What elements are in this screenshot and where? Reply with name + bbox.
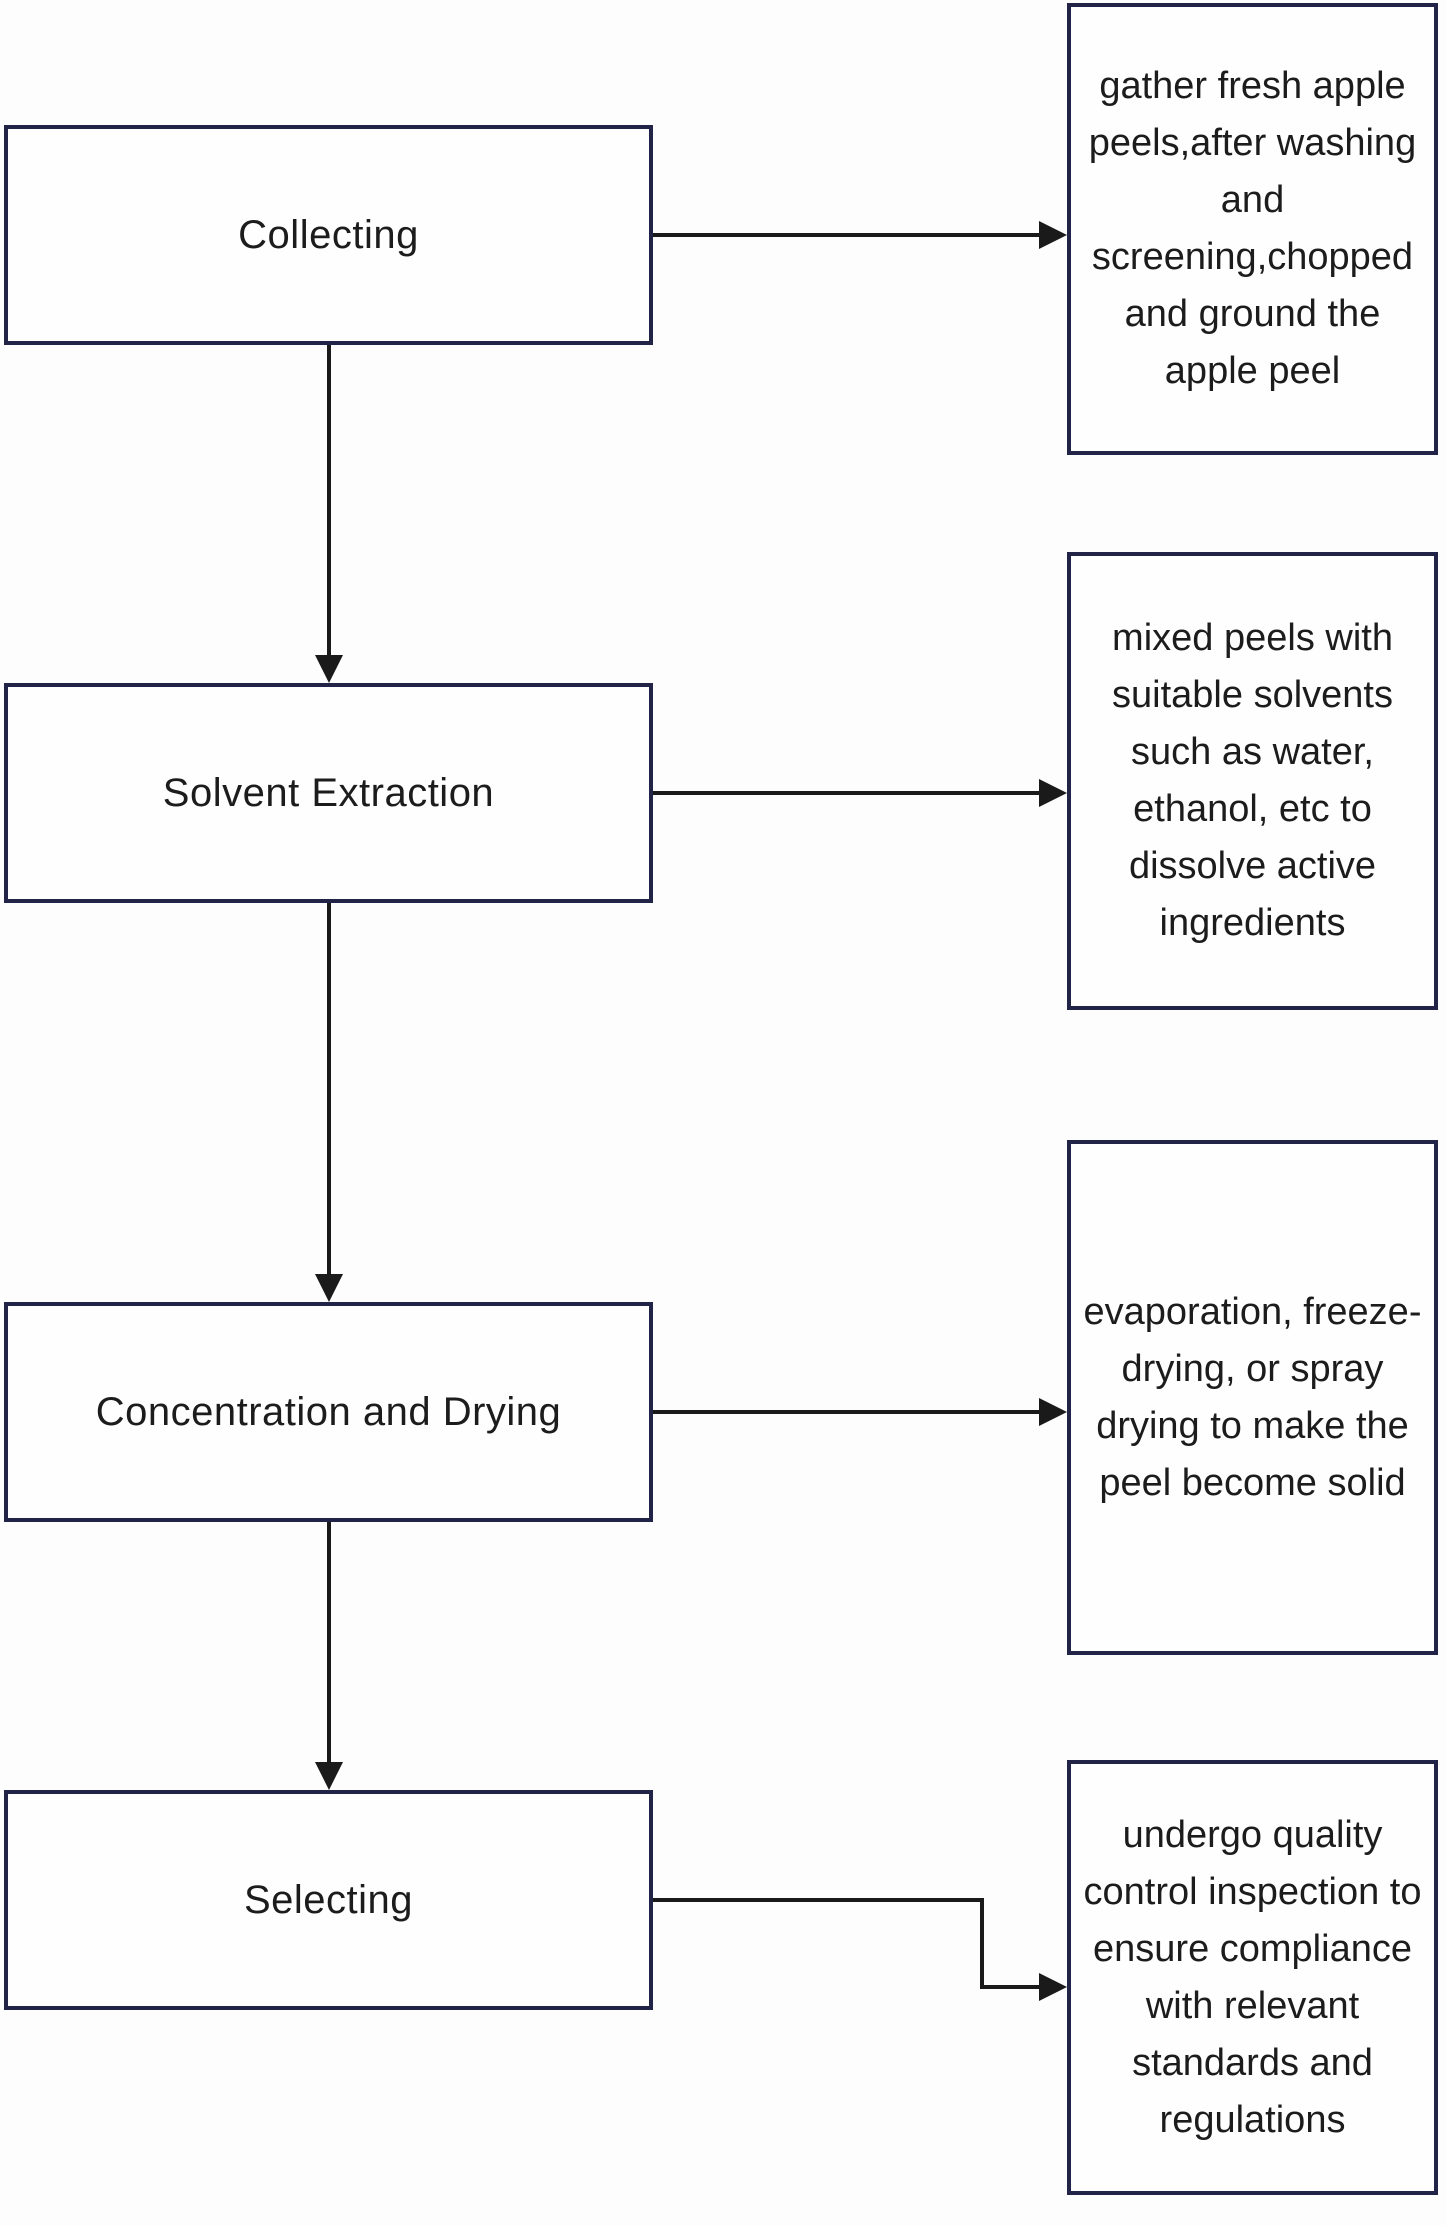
description-text-collecting: gather fresh apple peels,after washing a… [1088,65,1417,392]
arrowhead-right-icon [1039,1398,1067,1426]
description-box-selecting: undergo quality control inspection to en… [1067,1760,1438,2195]
connector-line-selecting-elbow-vertical [980,1898,984,1989]
process-box-solvent-extraction: Solvent Extraction [4,683,653,903]
description-box-collecting: gather fresh apple peels,after washing a… [1067,3,1438,455]
process-label-solvent-extraction: Solvent Extraction [162,770,495,815]
connector-line-solvent-extraction-to-concentration [327,903,331,1276]
connector-line-collecting-to-solvent-extraction [327,345,331,657]
arrowhead-down-icon [315,655,343,683]
description-box-solvent-extraction: mixed peels with suitable solvents such … [1067,552,1438,1010]
arrowhead-right-icon [1039,779,1067,807]
process-box-selecting: Selecting [4,1790,653,2010]
description-text-selecting: undergo quality control inspection to en… [1083,1813,1422,2141]
connector-line-solvent-extraction-to-description [653,791,1039,795]
process-label-concentration-and-drying: Concentration and Drying [95,1389,562,1434]
description-text-concentration-and-drying: evaporation, freeze-drying, or spray dry… [1083,1290,1422,1504]
arrowhead-down-icon [315,1274,343,1302]
description-text-solvent-extraction: mixed peels with suitable solvents such … [1112,617,1393,944]
process-label-selecting: Selecting [243,1877,414,1922]
process-label-collecting: Collecting [238,212,419,257]
arrowhead-right-icon [1039,1973,1067,2001]
description-box-concentration-and-drying: evaporation, freeze-drying, or spray dry… [1067,1140,1438,1655]
arrowhead-down-icon [315,1762,343,1790]
connector-line-selecting-elbow-entry [980,1985,1039,1989]
connector-line-concentration-to-selecting [327,1522,331,1764]
connector-line-selecting-elbow-horizontal [653,1898,984,1902]
process-box-collecting: Collecting [4,125,653,345]
arrowhead-right-icon [1039,221,1067,249]
connector-line-concentration-to-description [653,1410,1039,1414]
connector-line-collecting-to-description [653,233,1039,237]
process-box-concentration-and-drying: Concentration and Drying [4,1302,653,1522]
